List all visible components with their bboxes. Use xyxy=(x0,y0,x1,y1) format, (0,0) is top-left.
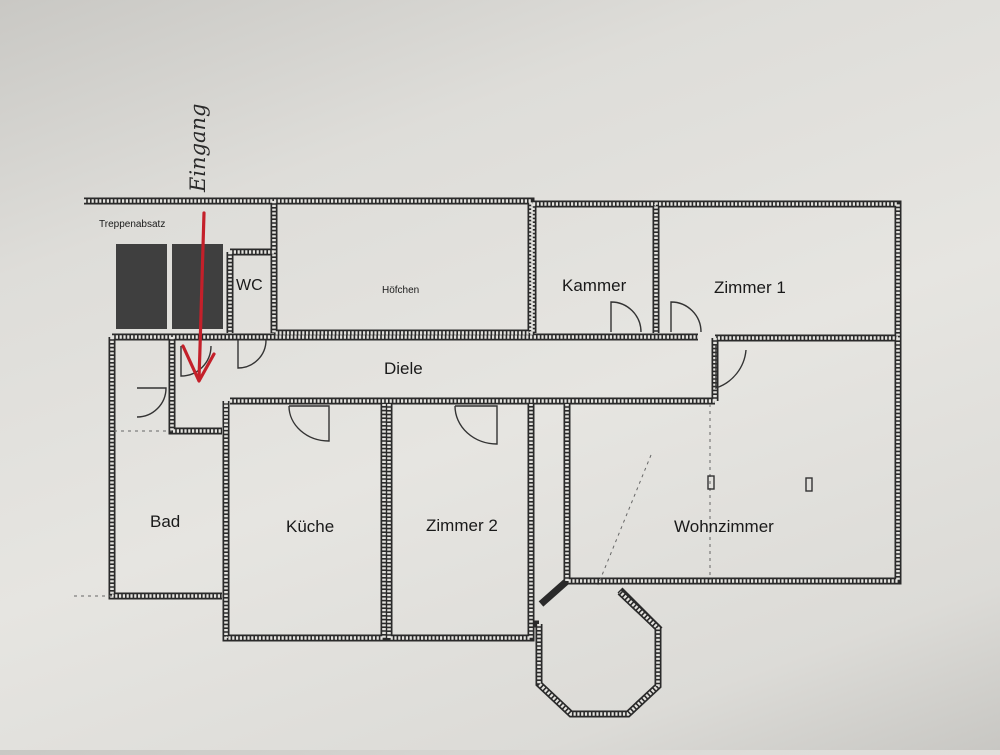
label-kueche: Küche xyxy=(286,517,334,536)
door-zimmer1 xyxy=(670,301,702,333)
fixture-left xyxy=(707,475,715,490)
stairs xyxy=(116,244,223,329)
door-kueche xyxy=(288,405,330,442)
wall-zimmer1 xyxy=(659,200,902,342)
walls-inner xyxy=(84,199,900,716)
label-wohnzimmer: Wohnzimmer xyxy=(674,517,774,536)
label-treppenabsatz: Treppenabsatz xyxy=(99,219,165,230)
wall-kammer xyxy=(533,200,660,333)
wall-wohnzimmer xyxy=(563,338,902,585)
label-zimmer2: Zimmer 2 xyxy=(426,516,498,535)
door-wohnzimmer xyxy=(715,344,747,389)
door-kammer xyxy=(610,301,642,333)
wall-hoefchen xyxy=(274,197,535,337)
dashed-lines xyxy=(74,404,711,597)
wall-left-outer xyxy=(108,337,222,600)
label-diele: Diele xyxy=(384,359,423,378)
handwritten-entrance-text: Eingang xyxy=(186,103,210,193)
room-labels: Treppenabsatz WC Höfchen Kammer Zimmer 1… xyxy=(99,219,786,536)
stair-block-right xyxy=(172,244,223,329)
wall-wohnzimmer-lower xyxy=(538,578,570,607)
label-wc: WC xyxy=(236,277,263,294)
label-kammer: Kammer xyxy=(562,276,627,295)
entrance-annotation: Eingang xyxy=(181,103,216,383)
door-wc xyxy=(237,339,267,369)
door-bad xyxy=(136,387,167,418)
label-hoefchen: Höfchen xyxy=(382,285,419,296)
stair-block-left xyxy=(116,244,167,329)
label-zimmer1: Zimmer 1 xyxy=(714,278,786,297)
door-zimmer2 xyxy=(454,405,498,445)
wall-hall-small xyxy=(168,337,222,435)
doors xyxy=(136,301,747,445)
label-bad: Bad xyxy=(150,512,180,531)
fixture-right xyxy=(805,477,813,492)
entrance-arrow-icon xyxy=(181,211,216,383)
